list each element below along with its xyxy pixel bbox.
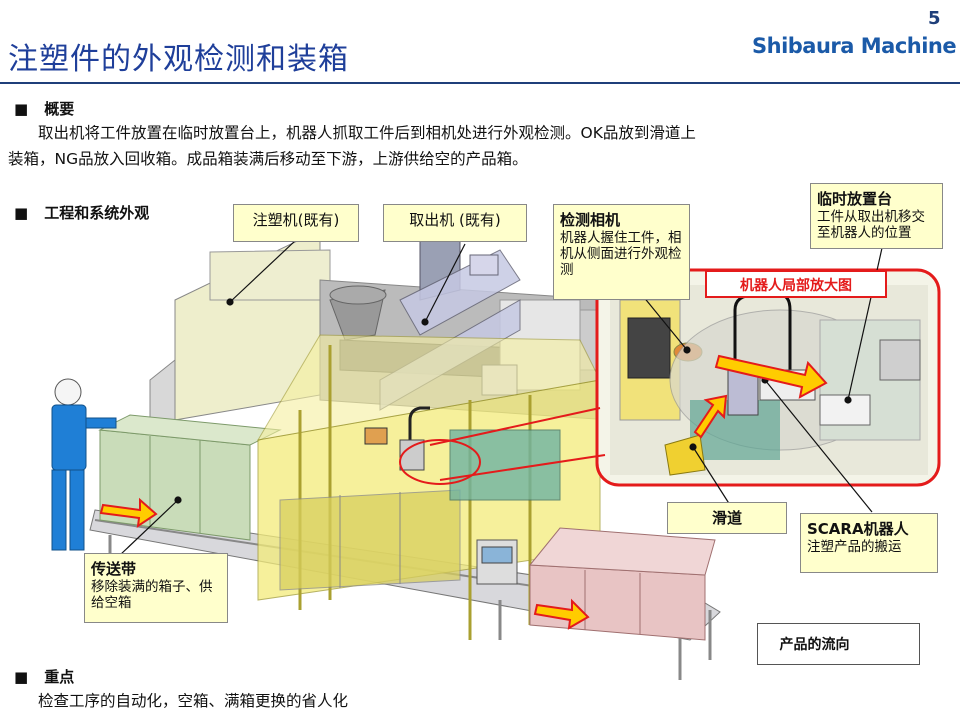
overview-heading-text: 概要	[44, 100, 75, 118]
operator-figure	[51, 378, 117, 551]
callout-scara-title: SCARA机器人	[807, 520, 909, 538]
bullet-square-icon: ■	[14, 100, 29, 118]
bullet-square-icon: ■	[14, 668, 29, 686]
callout-take-out-text: 取出机 (既有)	[409, 211, 501, 229]
callout-camera: 检测相机 机器人握住工件，相机从侧面进行外观检测	[553, 204, 690, 300]
callout-conveyor-title: 传送带	[91, 560, 137, 578]
highlight-ring	[399, 439, 481, 485]
callout-camera-title: 检测相机	[560, 211, 621, 229]
callout-temp-table: 临时放置台 工件从取出机移交至机器人的位置	[810, 183, 943, 249]
system-heading-text: 工程和系统外观	[44, 204, 150, 222]
callout-conveyor-desc: 移除装满的箱子、供给空箱	[91, 579, 213, 611]
callout-injection-machine: 注塑机(既有)	[233, 204, 359, 242]
callout-scara-desc: 注塑产品的搬运	[807, 539, 902, 555]
system-illustration	[51, 229, 941, 680]
callout-chute: 滑道	[667, 502, 787, 534]
callout-injection-machine-text: 注塑机(既有)	[252, 211, 340, 229]
scara-robot-small	[364, 406, 430, 471]
empty-boxes-green	[98, 414, 282, 541]
callout-temp-table-title: 临时放置台	[817, 190, 893, 208]
zoom-connector-bottom	[439, 454, 606, 481]
bullet-square-icon: ■	[14, 204, 29, 222]
callout-scara: SCARA机器人 注塑产品的搬运	[800, 513, 938, 573]
page-number: 5	[928, 8, 941, 29]
page-title: 注塑件的外观检测和装箱	[8, 42, 349, 77]
system-heading: ■ 工程和系统外观	[14, 202, 149, 223]
safety-fence	[257, 334, 601, 640]
callout-temp-table-desc: 工件从取出机移交至机器人的位置	[817, 209, 925, 241]
callout-chute-text: 滑道	[711, 509, 742, 527]
keypoint-heading-text: 重点	[44, 668, 75, 686]
brand-logo: Shibaura Machine	[752, 34, 957, 58]
callout-conveyor: 传送带 移除装满的箱子、供给空箱	[84, 553, 228, 623]
callout-take-out: 取出机 (既有)	[383, 204, 527, 242]
leader-lines	[119, 239, 883, 556]
keypoint-text: 检查工序的自动化，空箱、满箱更换的省人化	[38, 692, 349, 710]
full-boxes-pink	[528, 527, 716, 641]
overview-line-2: 装箱，NG品放入回收箱。成品箱装满后移动至下游，上游供给空的产品箱。	[8, 150, 528, 168]
zoom-label: 机器人局部放大图	[705, 270, 887, 298]
title-divider	[0, 82, 960, 84]
flow-legend: 产品的流向	[757, 623, 920, 665]
overview-line-1: 取出机将工件放置在临时放置台上，机器人抓取工件后到相机处进行外观检测。OK品放到…	[38, 124, 696, 142]
overview-heading: ■ 概要	[14, 98, 74, 119]
flow-legend-label: 产品的流向	[779, 637, 850, 653]
keypoint-heading: ■ 重点	[14, 666, 74, 687]
callout-camera-desc: 机器人握住工件，相机从侧面进行外观检测	[560, 230, 682, 278]
zoom-connector-top	[429, 407, 601, 446]
